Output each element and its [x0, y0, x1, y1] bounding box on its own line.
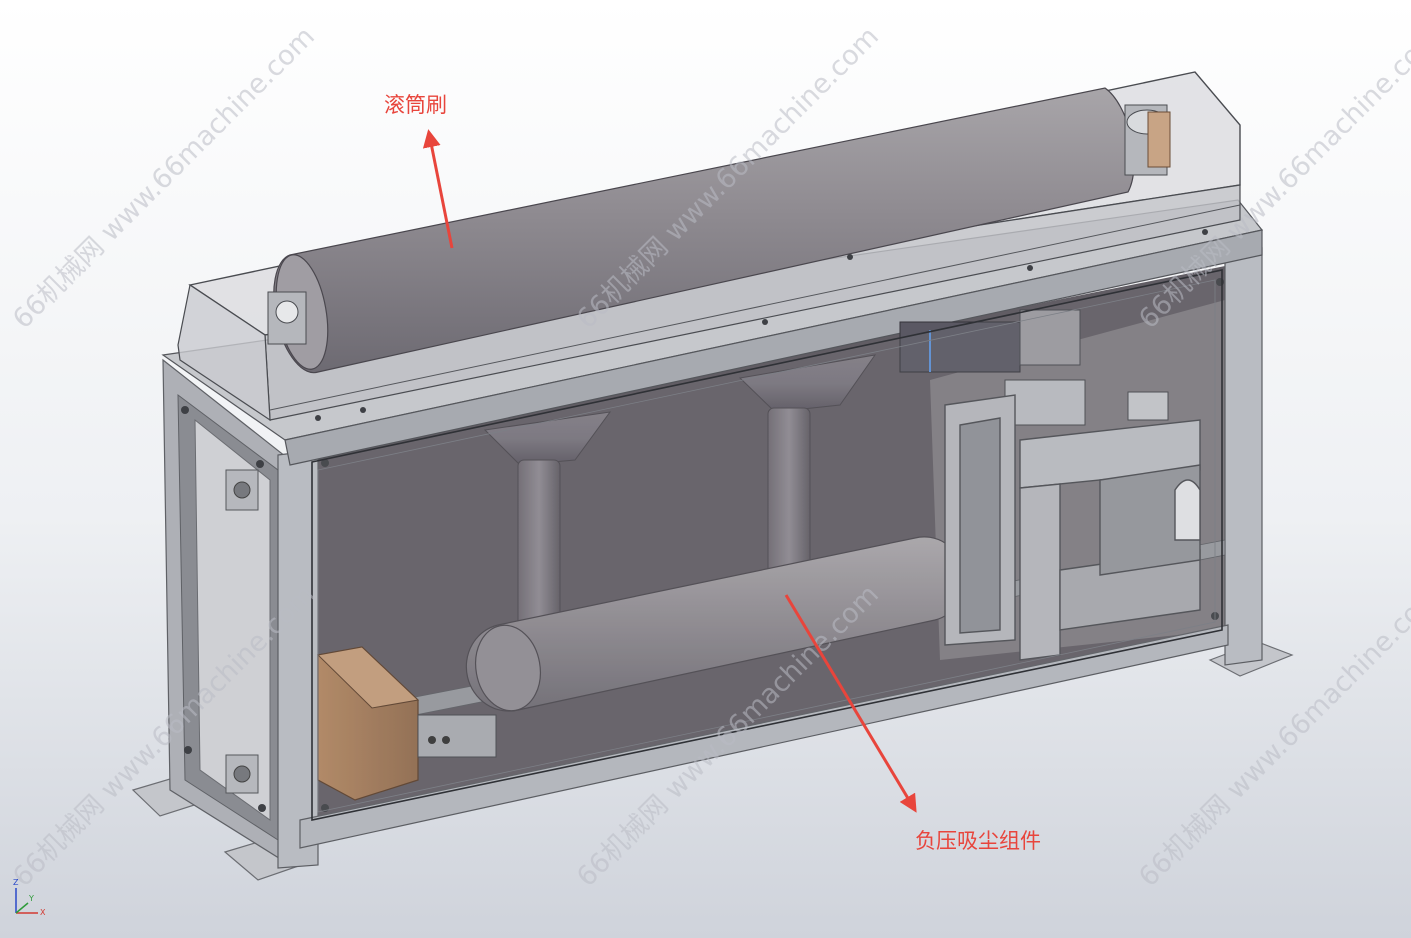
annotations: 滚筒刷 负压吸尘组件 — [384, 93, 1041, 853]
vacuum-assembly-arrow — [784, 594, 917, 813]
right-pulley — [1147, 111, 1171, 168]
front-glass-inner — [317, 279, 1216, 813]
left-bearing-ring — [275, 300, 299, 324]
front-right-post — [1224, 247, 1263, 666]
top-deck-edge — [284, 229, 1263, 466]
hood-seam — [269, 204, 1241, 411]
hood-left-face — [177, 284, 271, 422]
front-glass-door — [311, 269, 1223, 821]
triad-x-label: X — [40, 908, 46, 917]
dust-hood-center — [738, 354, 877, 413]
dust-hood-left — [483, 411, 612, 466]
vacuum-assembly-label: 负压吸尘组件 — [915, 829, 1041, 853]
left-end-panel — [194, 418, 271, 821]
triad-z-label: Z — [13, 878, 19, 887]
vacuum-manifold-end — [475, 624, 541, 712]
left-bearing-hole — [233, 481, 251, 499]
left-lower-bearing-hole — [233, 765, 251, 783]
roller-brush-label: 滚筒刷 — [384, 93, 447, 117]
clamp-block — [1127, 391, 1169, 421]
right-stand — [944, 394, 1201, 661]
triad-y-axis — [15, 902, 29, 914]
roller-brush-arrow — [422, 129, 454, 249]
deck-screws — [181, 229, 1224, 812]
bottom-rail — [299, 624, 1229, 849]
machine-model — [131, 71, 1294, 881]
triad-y-label: Y — [28, 894, 34, 903]
orientation-triad: Z X Y — [13, 878, 46, 917]
valve-block — [417, 714, 497, 758]
blower-top — [316, 646, 420, 709]
